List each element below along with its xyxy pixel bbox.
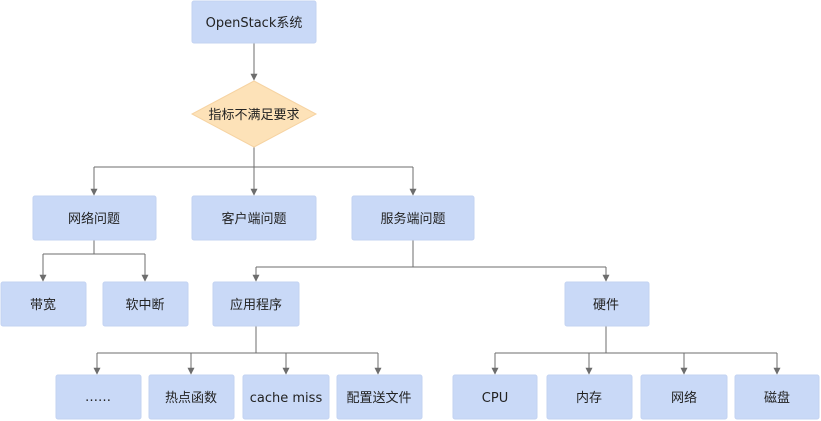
node-client-problem: 客户端问题: [191, 195, 317, 241]
node-hot-functions: 热点函数: [148, 374, 235, 420]
node-cache-miss-label: cache miss: [250, 391, 323, 406]
node-bandwidth-label: 带宽: [30, 297, 56, 313]
node-network-problem-label: 网络问题: [68, 211, 120, 227]
node-openstack-system: OpenStack系统: [191, 0, 317, 44]
node-network-problem: 网络问题: [32, 195, 157, 241]
node-disk-label: 磁盘: [764, 390, 790, 406]
node-hardware: 硬件: [564, 281, 650, 327]
node-network-hw: 网络: [640, 374, 728, 420]
decision-metric-not-met-label: 指标不满足要求: [208, 108, 299, 123]
node-disk: 磁盘: [734, 374, 820, 420]
node-ellipsis-label: ……: [85, 390, 111, 405]
node-config-file-label: 配置送文件: [346, 391, 411, 406]
node-server-problem-label: 服务端问题: [380, 211, 445, 227]
node-memory: 内存: [546, 374, 633, 420]
node-hot-functions-label: 热点函数: [165, 391, 217, 406]
connectors: [39, 43, 781, 375]
node-client-problem-label: 客户端问题: [221, 211, 286, 227]
node-hardware-label: 硬件: [593, 298, 619, 313]
node-bandwidth: 带宽: [0, 281, 87, 327]
node-config-file: 配置送文件: [336, 374, 423, 420]
node-soft-interrupt-label: 软中断: [125, 298, 164, 313]
node-openstack-system-label: OpenStack系统: [206, 16, 303, 31]
node-application: 应用程序: [212, 281, 300, 327]
node-cpu: CPU: [452, 374, 538, 420]
node-cpu-label: CPU: [482, 391, 508, 406]
node-soft-interrupt: 软中断: [102, 281, 189, 327]
decision-metric-not-met: 指标不满足要求: [190, 80, 318, 148]
node-cache-miss: cache miss: [242, 374, 330, 420]
node-ellipsis: ……: [55, 374, 142, 420]
node-application-label: 应用程序: [230, 297, 282, 313]
node-network-hw-label: 网络: [671, 390, 697, 406]
node-memory-label: 内存: [576, 390, 602, 406]
node-server-problem: 服务端问题: [351, 195, 475, 241]
